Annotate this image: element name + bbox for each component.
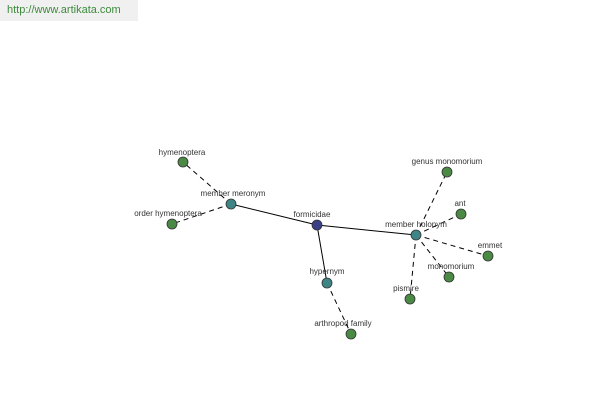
edge-member-meronym-to-hymenoptera — [182, 161, 232, 205]
node-arthropod-family[interactable] — [345, 328, 357, 340]
graph-nodes — [166, 156, 494, 340]
edge-hypernym-to-arthropod-family — [326, 282, 352, 335]
node-formicidae[interactable] — [311, 219, 323, 231]
edge-member-meronym-to-order-hymenoptera — [171, 203, 232, 225]
node-pismire[interactable] — [404, 293, 416, 305]
node-label-genus-monomorium[interactable]: genus monomorium — [412, 157, 483, 166]
node-ant[interactable] — [455, 208, 467, 220]
site-url-link[interactable]: http://www.artikata.com — [7, 4, 121, 16]
node-label-monomorium[interactable]: monomorium — [428, 262, 475, 271]
node-hymenoptera[interactable] — [177, 156, 189, 168]
edge-formicidae-to-hypernym — [316, 224, 328, 284]
node-label-pismire[interactable]: pismire — [393, 284, 419, 293]
node-emmet[interactable] — [482, 250, 494, 262]
node-hypernym[interactable] — [321, 277, 333, 289]
node-label-arthropod-family[interactable]: arthropod family — [314, 319, 371, 328]
node-member-meronym[interactable] — [225, 198, 237, 210]
edge-formicidae-to-member-meronym — [230, 203, 318, 226]
node-label-ant[interactable]: ant — [454, 199, 466, 208]
node-genus-monomorium[interactable] — [441, 166, 453, 178]
url-bar: http://www.artikata.com — [0, 0, 138, 21]
edge-member-holonym-to-genus-monomorium — [415, 171, 448, 236]
edge-member-holonym-to-pismire — [409, 234, 417, 300]
edge-formicidae-to-member-holonym — [316, 224, 417, 236]
node-member-holonym[interactable] — [410, 229, 422, 241]
node-monomorium[interactable] — [443, 271, 455, 283]
edge-member-holonym-to-emmet — [415, 234, 489, 257]
node-label-hypernym[interactable]: hypernym — [309, 267, 344, 276]
node-label-hymenoptera[interactable]: hymenoptera — [159, 148, 206, 157]
node-label-member-holonym[interactable]: member holonym — [385, 220, 447, 229]
node-label-formicidae[interactable]: formicidae — [294, 210, 331, 219]
node-label-emmet[interactable]: emmet — [478, 241, 503, 250]
graph-edges — [171, 161, 489, 335]
node-label-order-hymenoptera[interactable]: order hymenoptera — [134, 209, 202, 218]
node-order-hymenoptera[interactable] — [166, 218, 178, 230]
node-label-member-meronym[interactable]: member meronym — [201, 189, 266, 198]
graph-labels: formicidae member meronym member holonym hy… — [134, 148, 503, 328]
